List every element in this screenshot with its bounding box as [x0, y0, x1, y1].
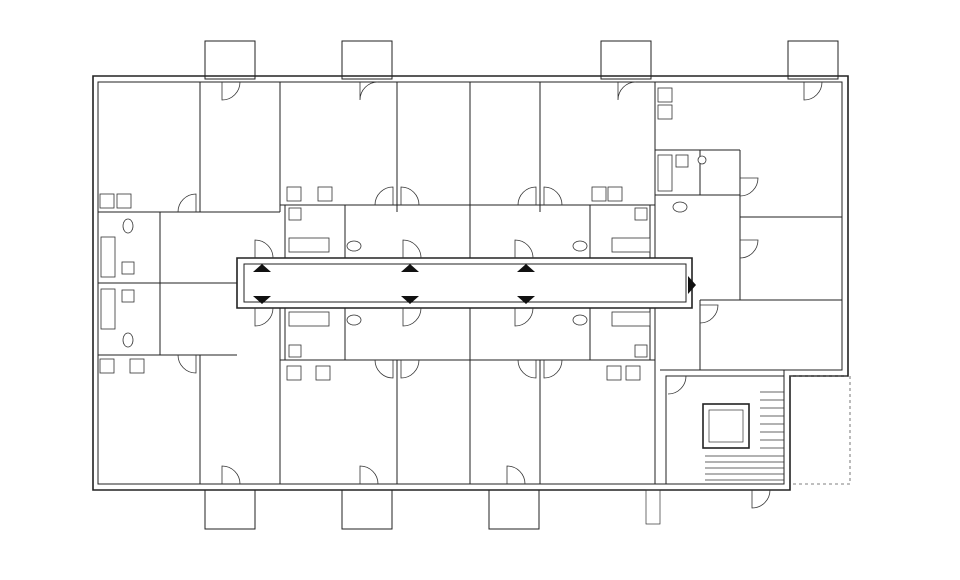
toilet-icon [122, 218, 134, 234]
sink-icon [317, 186, 333, 202]
toilet-icon [346, 240, 362, 252]
stove-icon [286, 186, 302, 202]
bathrooms [97, 149, 701, 361]
sink-icon [116, 193, 132, 209]
washbasin-icon [675, 154, 689, 168]
bathtub-icon [657, 154, 673, 192]
toilet-icon [346, 314, 362, 326]
balconies-top [204, 40, 839, 80]
direction-marker-icon [688, 276, 696, 294]
sink-icon [607, 186, 623, 202]
direction-marker-icon [517, 264, 535, 272]
corridor [236, 257, 693, 309]
balcony [787, 40, 839, 80]
direction-marker-icon [401, 264, 419, 272]
direction-markers [253, 264, 696, 304]
balcony [600, 40, 652, 80]
toilet-icon [572, 314, 588, 326]
bathtub-icon [611, 237, 651, 253]
balcony [341, 489, 393, 530]
sink-icon [625, 365, 641, 381]
stove-icon [606, 365, 622, 381]
partitions [98, 82, 842, 484]
washbasin-icon [634, 207, 648, 221]
direction-marker-icon [253, 264, 271, 272]
shower-icon [697, 155, 707, 165]
stair-icon [705, 391, 784, 481]
stove-icon [99, 358, 115, 374]
toilet-icon [672, 201, 688, 213]
bathtub-icon [100, 288, 116, 330]
sink-icon [657, 104, 673, 120]
washbasin-icon [288, 344, 302, 358]
toilet-icon [122, 332, 134, 348]
sink-icon [315, 365, 331, 381]
stove-icon [286, 365, 302, 381]
bathtub-icon [288, 311, 330, 327]
stove-icon [99, 193, 115, 209]
washbasin-icon [121, 261, 135, 275]
stair-core [645, 375, 785, 525]
bathtub-icon [611, 311, 651, 327]
balconies-bottom [204, 489, 540, 530]
balcony [341, 40, 393, 80]
elevator-icon [702, 403, 750, 449]
stove-icon [657, 87, 673, 103]
direction-marker-icon [401, 296, 419, 304]
direction-marker-icon [253, 296, 271, 304]
washbasin-icon [121, 289, 135, 303]
stove-icon [591, 186, 607, 202]
balcony [204, 489, 256, 530]
balcony [488, 489, 540, 530]
toilet-icon [572, 240, 588, 252]
washbasin-icon [288, 207, 302, 221]
balcony [204, 40, 256, 80]
direction-marker-icon [517, 296, 535, 304]
washbasin-icon [634, 344, 648, 358]
sink-icon [129, 358, 145, 374]
fixtures [99, 87, 707, 381]
bathtub-icon [100, 236, 116, 278]
bathtub-icon [288, 237, 330, 253]
doors [177, 81, 823, 509]
